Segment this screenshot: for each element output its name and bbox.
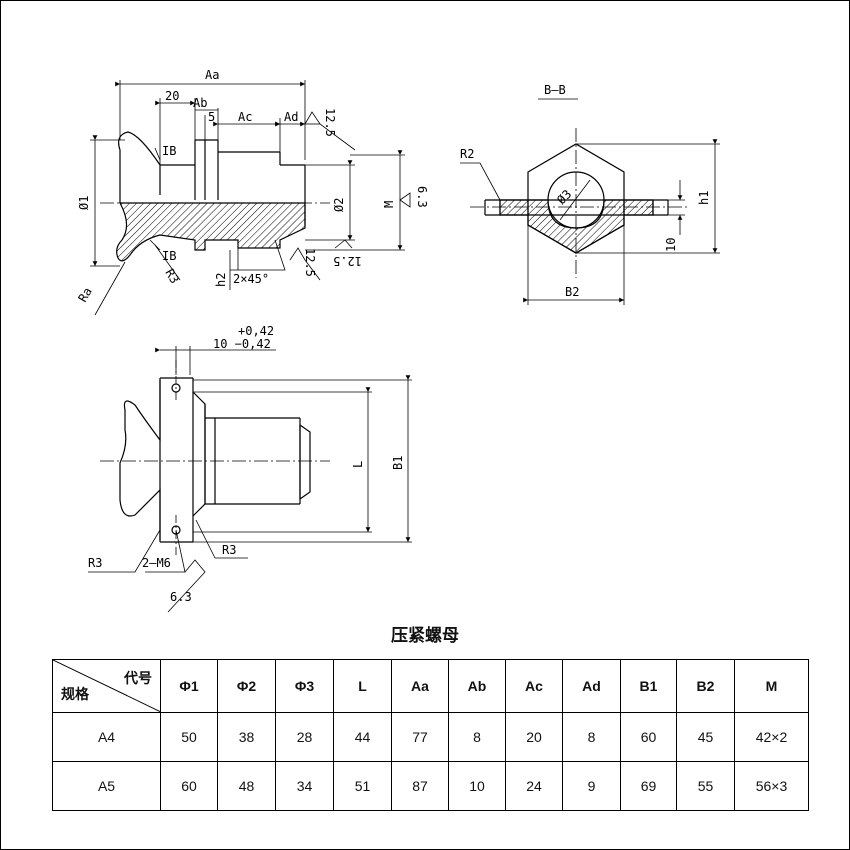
svg-text:12.5: 12.5 — [333, 254, 362, 268]
corner-code-label: 代号 — [124, 670, 152, 686]
svg-text:IB: IB — [162, 249, 176, 263]
top-view-labels: +0,42 10 −0,42 L B1 R3 R3 2–M6 6.3 — [88, 324, 405, 604]
svg-text:h2: h2 — [214, 273, 228, 287]
table-cell: 77 — [391, 712, 449, 762]
column-header: L — [333, 659, 392, 713]
svg-text:IB: IB — [162, 144, 176, 158]
column-header: M — [734, 659, 809, 713]
svg-text:10 −0,42: 10 −0,42 — [213, 337, 271, 351]
table-cell: 48 — [217, 761, 276, 811]
top-view-dimensions — [88, 346, 412, 613]
table-cell: 69 — [620, 761, 677, 811]
table-cell: 28 — [275, 712, 334, 762]
side-view-dimensions — [90, 80, 411, 316]
svg-text:R3: R3 — [222, 543, 236, 557]
top-view — [100, 360, 330, 555]
column-header: Φ1 — [160, 659, 218, 713]
svg-text:M: M — [382, 201, 396, 208]
svg-text:2×45°: 2×45° — [233, 272, 269, 286]
svg-text:B2: B2 — [565, 285, 579, 299]
svg-text:6.3: 6.3 — [415, 186, 429, 208]
svg-text:L: L — [351, 461, 365, 468]
table-cell: 8 — [562, 712, 621, 762]
column-header: Ad — [562, 659, 621, 713]
svg-text:5: 5 — [208, 110, 215, 124]
side-view-labels: Aa 20 Ab 5 Ac Ad 12.5 6.3 Ø1 Ø2 M h2 2×4… — [75, 68, 429, 305]
svg-text:Ab: Ab — [193, 96, 207, 110]
svg-text:10: 10 — [664, 238, 678, 252]
table-corner-cell: 代号 规格 — [52, 659, 161, 713]
table-cell: 44 — [333, 712, 392, 762]
svg-text:+0,42: +0,42 — [238, 324, 274, 338]
table-cell: 56×3 — [734, 761, 809, 811]
table-cell: 60 — [620, 712, 677, 762]
svg-text:2–M6: 2–M6 — [142, 556, 171, 570]
table-cell: 42×2 — [734, 712, 809, 762]
svg-text:R3: R3 — [88, 556, 102, 570]
svg-text:Ad: Ad — [284, 110, 298, 124]
table-row: A5 60 48 34 51 87 10 24 9 69 55 56×3 — [52, 761, 809, 811]
column-header: B2 — [676, 659, 735, 713]
svg-text:R2: R2 — [460, 147, 474, 161]
table-cell: 9 — [562, 761, 621, 811]
svg-text:Aa: Aa — [205, 68, 219, 82]
drawing-title: 压紧螺母 — [391, 626, 459, 646]
table-cell: 87 — [391, 761, 449, 811]
column-header: Ab — [448, 659, 506, 713]
table-cell: 24 — [505, 761, 563, 811]
section-view-hatch — [499, 199, 654, 254]
column-header: Aa — [391, 659, 449, 713]
svg-text:B1: B1 — [391, 456, 405, 470]
column-header: Φ3 — [275, 659, 334, 713]
table-cell: 34 — [275, 761, 334, 811]
svg-text:Ra: Ra — [75, 285, 94, 305]
technical-drawing: Aa 20 Ab 5 Ac Ad 12.5 6.3 Ø1 Ø2 M h2 2×4… — [75, 68, 720, 613]
table-cell: 8 — [448, 712, 506, 762]
section-view-labels: B–B R2 Ø3 h1 10 B2 — [460, 83, 711, 299]
svg-text:Ø1: Ø1 — [77, 196, 91, 210]
section-view-dimensions — [460, 98, 720, 305]
svg-text:R3: R3 — [162, 267, 181, 287]
table-header-row: 代号 规格 Φ1 Φ2 Φ3 L Aa Ab Ac Ad B1 B2 M — [52, 659, 809, 713]
table-cell: 60 — [160, 761, 218, 811]
svg-text:B–B: B–B — [544, 83, 566, 97]
svg-text:Ø3: Ø3 — [554, 187, 574, 207]
table-cell: 20 — [505, 712, 563, 762]
table-cell: 50 — [160, 712, 218, 762]
svg-text:h1: h1 — [697, 191, 711, 205]
table-cell: 55 — [676, 761, 735, 811]
table-cell: 51 — [333, 761, 392, 811]
table-row: A4 50 38 28 44 77 8 20 8 60 45 42×2 — [52, 712, 809, 762]
table-cell: 10 — [448, 761, 506, 811]
svg-text:Ø2: Ø2 — [332, 198, 346, 212]
row-spec: A4 — [52, 712, 161, 762]
row-spec: A5 — [52, 761, 161, 811]
spec-table: 代号 规格 Φ1 Φ2 Φ3 L Aa Ab Ac Ad B1 B2 M A4 … — [52, 659, 809, 811]
svg-text:Ac: Ac — [238, 110, 252, 124]
table-cell: 38 — [217, 712, 276, 762]
column-header: Ac — [505, 659, 563, 713]
column-header: Φ2 — [217, 659, 276, 713]
side-view-hatch — [116, 202, 306, 262]
svg-text:12.5: 12.5 — [303, 248, 317, 277]
svg-text:20: 20 — [165, 89, 179, 103]
corner-spec-label: 规格 — [61, 686, 89, 702]
table-cell: 45 — [676, 712, 735, 762]
svg-text:6.3: 6.3 — [170, 590, 192, 604]
svg-text:12.5: 12.5 — [323, 108, 337, 137]
column-header: B1 — [620, 659, 677, 713]
